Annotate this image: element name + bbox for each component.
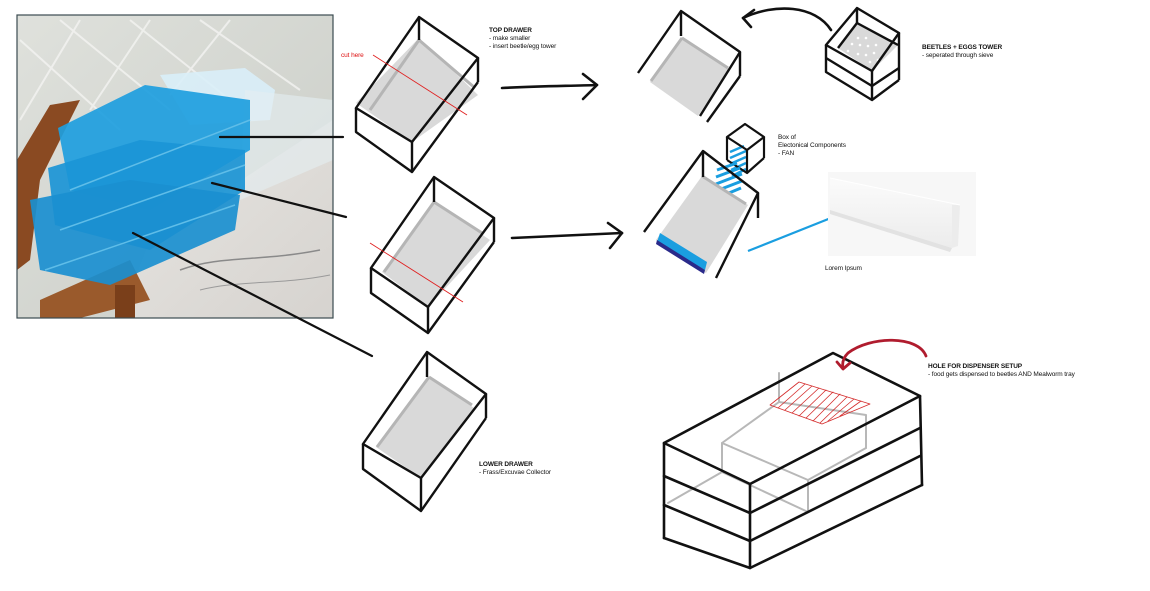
modified-middle-drawer [643, 149, 760, 279]
electronics-box-cube [725, 122, 766, 188]
beetles-tower-title: BEETLES + EGGS TOWER [922, 44, 1003, 51]
dispenser-arrow [835, 338, 928, 371]
top-drawer-title: TOP DRAWER [489, 27, 532, 34]
electronics-line-1: Box of [778, 134, 796, 141]
top-drawer-note-1: - make smaller [489, 35, 531, 42]
reference-photo [17, 15, 333, 318]
profile-photo [828, 172, 976, 256]
cut-top-drawer [637, 9, 742, 123]
sieve-holes [846, 36, 880, 64]
cut-line [372, 54, 468, 116]
beetles-eggs-tower [824, 6, 901, 102]
arrow-curved-left [741, 7, 833, 32]
assembled-tower [662, 338, 928, 570]
lower-drawer-note: - Frass/Excuvae Collector [479, 469, 551, 476]
top-drawer-sketch [354, 15, 480, 174]
interior-ghost-lines [667, 372, 867, 513]
electronics-line-3: - FAN [778, 150, 795, 157]
beetles-tower-note: - seperated through sieve [922, 52, 994, 59]
lower-drawer-title: LOWER DRAWER [479, 461, 533, 468]
lower-drawer-label: LOWER DRAWER - Frass/Excuvae Collector [479, 461, 551, 477]
lower-drawer-sketch [361, 350, 488, 513]
electronics-box-label: Box of Electonical Components - FAN [778, 134, 846, 158]
lorem-ipsum-label: Lorem Ipsum [825, 265, 862, 272]
top-drawer-note-2: - insert beetle/egg tower [489, 43, 557, 50]
leader-lower-drawer [131, 231, 374, 358]
blue-tray-strip [657, 233, 707, 270]
electronics-line-2: Electonical Components [778, 142, 846, 149]
middle-drawer-sketch [369, 175, 496, 335]
cut-line-middle [369, 242, 464, 303]
cut-here-label: cut here [341, 52, 364, 59]
arrow-right-top [500, 72, 599, 101]
hole-label: HOLE FOR DISPENSER SETUP - food gets dis… [928, 363, 1075, 379]
arrow-right-middle [510, 221, 624, 250]
hole-note: - food gets dispensed to beetles AND Mea… [928, 371, 1075, 378]
photo-frame [16, 14, 334, 319]
leader-lines [131, 135, 374, 358]
leader-middle-drawer [210, 181, 348, 219]
top-drawer-label: TOP DRAWER - make smaller - insert beetl… [489, 27, 556, 51]
hole-title: HOLE FOR DISPENSER SETUP [928, 363, 1023, 370]
dispenser-hole-hatch [769, 381, 871, 425]
beetles-tower-label: BEETLES + EGGS TOWER - seperated through… [922, 44, 1002, 60]
